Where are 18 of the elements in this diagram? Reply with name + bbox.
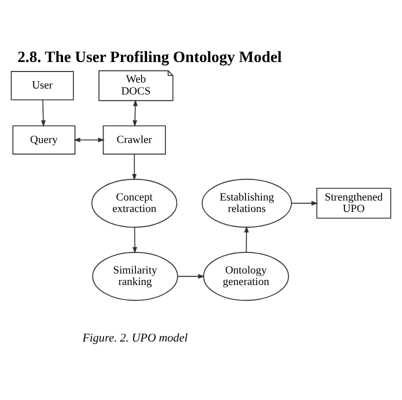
arrow xyxy=(74,137,105,142)
node-box: Query xyxy=(12,124,76,154)
caption: Figure. 2. UPO model xyxy=(82,330,188,344)
node-box: Crawler xyxy=(102,124,166,154)
node-ellipse: Concept extraction xyxy=(91,178,178,228)
arrow xyxy=(177,274,205,278)
arrow xyxy=(132,98,138,126)
node-box: Strengthened UPO xyxy=(316,187,392,218)
arrow xyxy=(244,225,249,252)
node-ellipse: Similarity ranking xyxy=(92,251,178,300)
arrow xyxy=(41,99,46,126)
node-ellipse: Establishing relations xyxy=(202,178,292,228)
diagram-title: 2.8. The User Profiling Ontology Model xyxy=(18,48,282,66)
arrow xyxy=(291,200,318,206)
node-box: User xyxy=(10,70,74,100)
arrow xyxy=(132,153,137,180)
node-ellipse: Ontology generation xyxy=(203,251,289,300)
arrow xyxy=(132,226,138,254)
